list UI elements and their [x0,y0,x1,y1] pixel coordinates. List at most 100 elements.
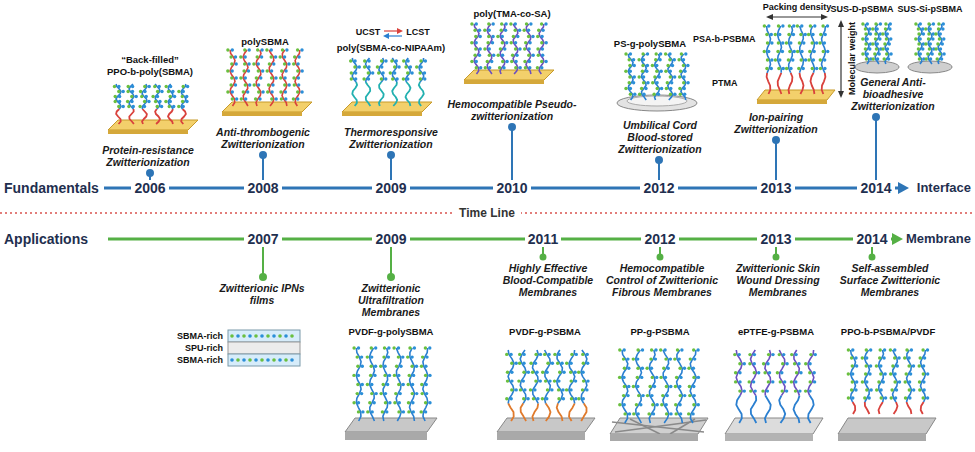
monomer-bead [646,64,649,67]
monomer-bead [419,65,422,68]
monomer-bead [674,385,677,388]
monomer-bead [776,371,779,374]
monomer-bead [350,77,353,80]
monomer-bead [788,50,791,53]
monomer-bead [410,355,413,358]
monomer-bead [368,401,371,404]
monomer-bead [875,47,878,50]
monomer-bead [819,58,822,61]
monomer-bead [410,71,413,74]
monomer-bead [411,401,414,404]
monomer-bead [532,397,535,400]
monomer-bead [491,35,494,38]
monomer-bead [243,48,246,51]
monomer-bead [813,24,816,27]
packing-arrow [772,16,822,17]
monomer-bead [629,87,632,90]
monomer-bead [823,67,826,70]
monomer-bead [570,379,573,382]
monomer-bead [380,77,383,80]
monomer-bead [627,367,630,370]
monomer-bead [402,59,405,62]
monomer-bead [883,57,886,60]
monomer-bead [500,22,503,25]
monomer-bead [651,376,654,379]
monomer-bead [889,372,892,375]
monomer-bead [623,385,626,388]
monomer-bead [921,47,924,50]
polymer-label: PS-g-polySBMA [614,38,686,49]
monomer-bead [861,22,864,25]
milestone-caption: Highly Effective Blood-Compatible Membra… [494,262,602,298]
milestone-caption: Zwitterionic Ultrafiltration Membranes [341,282,441,318]
monomer-bead [878,356,881,359]
monomer-bead [541,371,544,374]
monomer-bead [882,380,885,383]
monomer-bead [527,371,530,374]
monomer-bead [181,95,184,98]
monomer-bead [279,90,282,93]
year-label: 2007 [244,231,281,248]
monomer-bead [397,383,400,386]
monomer-bead [255,76,258,79]
monomer-bead [917,32,920,35]
monomer-bead [868,372,871,375]
monomer-bead [734,371,737,374]
monomer-bead [802,67,805,70]
monomer-bead [415,65,418,68]
monomer-bead [272,358,276,362]
monomer-bead [636,376,639,379]
monomer-bead [655,52,658,55]
monomer-bead [914,37,917,40]
monomer-bead [793,50,796,53]
monomer-bead [804,362,807,365]
monomer-bead [777,67,780,70]
monomer-bead [808,371,811,374]
monomer-bead [424,374,427,377]
monomer-bead [766,58,769,61]
monomer-bead [367,77,370,80]
polymer-chain [794,350,800,396]
monomer-bead [876,42,879,45]
monomer-bead [406,77,409,80]
monomer-bead [654,357,657,360]
monomer-bead [279,55,282,58]
monomer-bead [143,90,146,93]
monomer-bead [247,69,250,72]
monomer-bead [402,77,405,80]
monomer-bead [800,24,803,27]
monomer-bead [939,47,942,50]
monomer-bead [861,380,864,383]
annotation-label: SUS-D-pSBMA [831,4,894,15]
monomer-bead [938,52,941,55]
monomer-bead [919,37,922,40]
monomer-bead [889,37,892,40]
monomer-bead [369,374,372,377]
monomer-bead [923,388,926,391]
monomer-bead [242,358,246,362]
monomer-bead [383,365,386,368]
monomer-bead [678,403,681,406]
monomer-bead [500,29,503,32]
monomer-bead [754,389,757,392]
polymer-chain [406,82,411,106]
polymer-label: polySBMA [241,36,289,47]
monomer-bead [657,93,660,96]
gold-substrate [464,80,544,84]
monomer-bead [151,95,154,98]
monomer-bead [377,71,380,74]
monomer-bead [281,48,284,51]
monomer-bead [763,371,766,374]
year-label: 2010 [493,180,530,197]
monomer-bead [558,371,561,374]
monomer-bead [271,83,274,86]
monomer-bead [586,362,589,365]
monomer-bead [585,388,588,391]
year-label: 2014 [853,231,890,248]
monomer-bead [684,52,687,55]
monomer-bead [242,334,246,338]
monomer-bead [518,353,521,356]
monomer-bead [864,32,867,35]
monomer-bead [370,346,373,349]
monomer-bead [680,52,683,55]
